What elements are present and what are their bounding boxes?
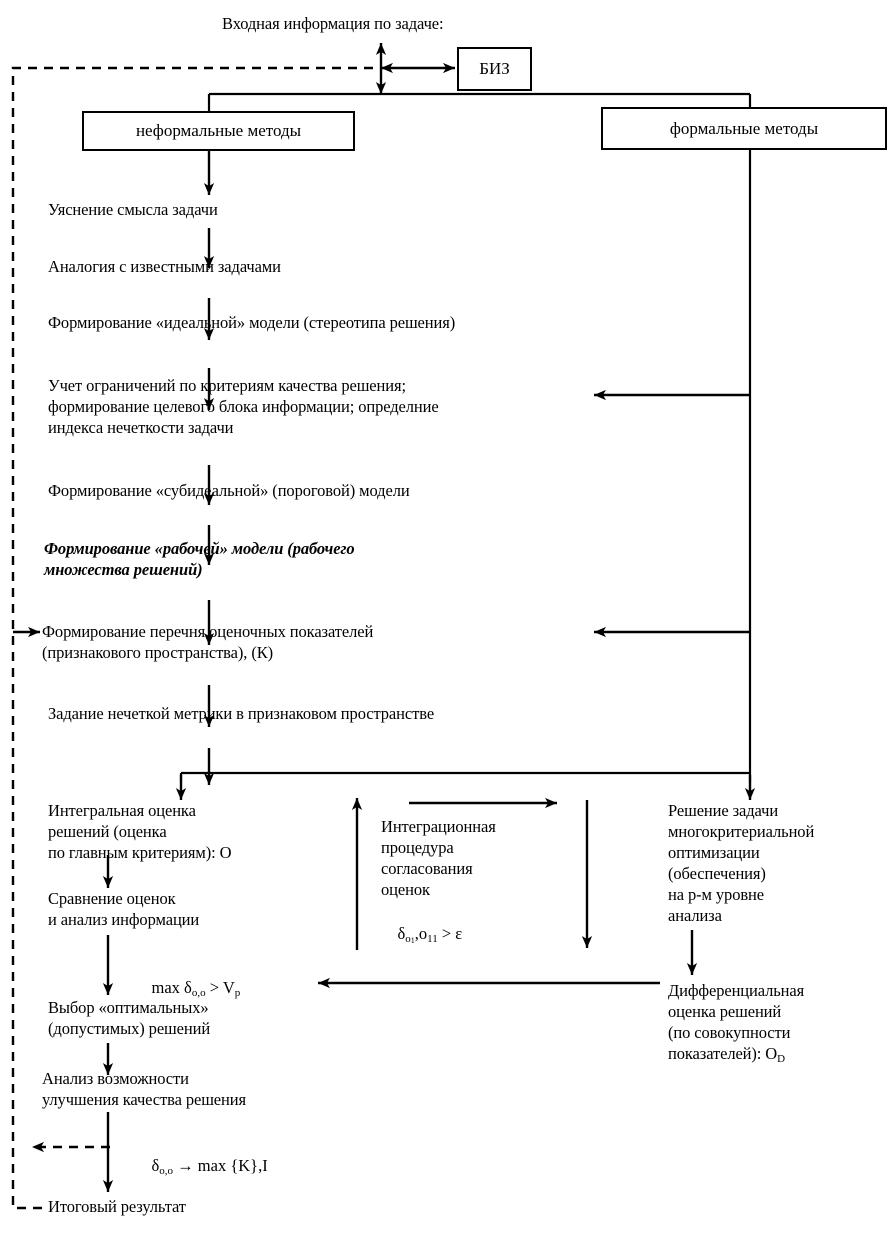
step-fuzzy-metric: Задание нечеткой метрики в признаковом п… bbox=[48, 704, 435, 723]
node-integration-procedure: Интеграционная процедура согласования оц… bbox=[381, 817, 496, 899]
box-formal-methods-label: формальные методы bbox=[669, 118, 819, 138]
box-informal-methods-label: неформальные методы bbox=[135, 121, 302, 140]
node-multicriteria-optimization: Решение задачи многокритериальной оптими… bbox=[668, 801, 815, 925]
box-biz: БИЗ bbox=[457, 47, 532, 91]
node-differential-evaluation: Дифференциальная оценка решений (по сово… bbox=[668, 980, 804, 1070]
formula-delta-epsilon: δo1,o11 > ε bbox=[397, 924, 463, 946]
box-formal-methods: формальные методы bbox=[601, 107, 887, 150]
node-integral-evaluation: Интегральная оценка решений (оценка по г… bbox=[48, 801, 232, 862]
step-working-model: Формирование «рабочей» модели (рабочего … bbox=[44, 539, 355, 579]
step-analogy-known-tasks: Аналогия с известными задачами bbox=[48, 257, 281, 276]
node-select-optimal: Выбор «оптимальных» (допустимых) решений bbox=[48, 998, 211, 1038]
node-differential-evaluation-text: Дифференциальная оценка решений (по сово… bbox=[668, 981, 805, 1063]
node-quality-improvement-analysis: Анализ возможности улучшения качества ре… bbox=[42, 1069, 246, 1109]
step-understand-task: Уяснение смысла задачи bbox=[48, 200, 218, 219]
box-informal-methods: неформальные методы bbox=[82, 111, 355, 151]
connector-feedback-dashed bbox=[11, 66, 373, 1210]
step-evaluation-indicators: Формирование перечня оценочных показател… bbox=[42, 622, 374, 662]
box-biz-label: БИЗ bbox=[479, 59, 510, 78]
node-compare-evaluations: Сравнение оценок и анализ информации bbox=[48, 889, 200, 929]
formula-delta-max-k: δo,o → max {K},I bbox=[151, 1156, 268, 1178]
node-differential-evaluation-sub: D bbox=[777, 1053, 785, 1066]
diagram-title: Входная информация по задаче: bbox=[222, 14, 444, 33]
formula-max-delta-vp: max δo,o > Vp bbox=[151, 978, 241, 1000]
step-ideal-model: Формирование «идеальной» модели (стереот… bbox=[48, 313, 456, 332]
node-final-result: Итоговый результат bbox=[48, 1197, 186, 1216]
step-subideal-model: Формирование «субидеальной» (пороговой) … bbox=[48, 481, 410, 500]
step-constraints-criteria: Учет ограничений по критериям качества р… bbox=[48, 376, 439, 437]
